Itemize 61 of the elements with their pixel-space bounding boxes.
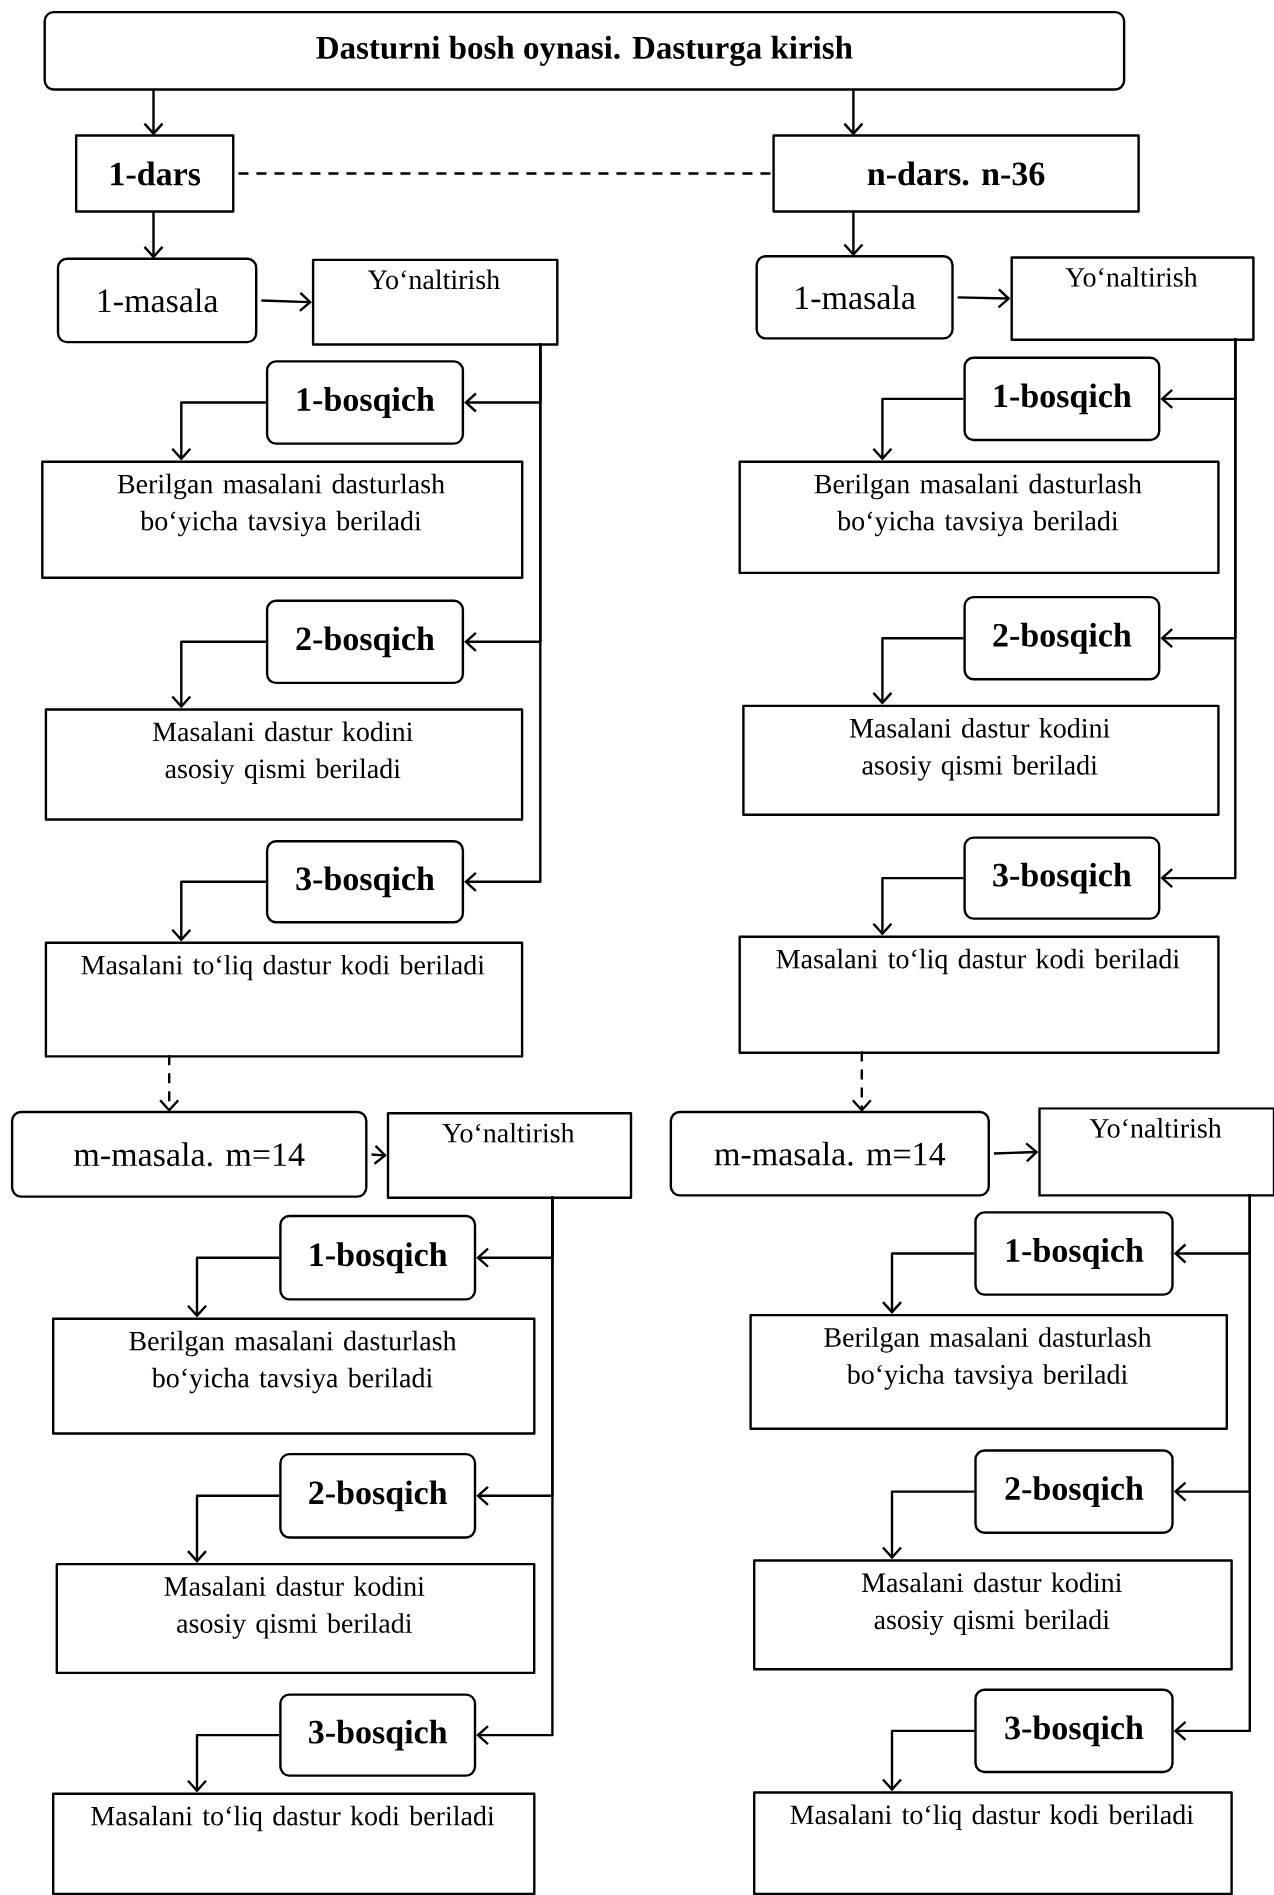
arrow (872, 876, 964, 936)
arrow (187, 1256, 280, 1318)
arrow (872, 637, 964, 705)
dashed-arrow (159, 1055, 180, 1112)
stage-box: 3-bosqich (963, 836, 1161, 920)
task-box: 1-masala (56, 257, 258, 344)
content-box: Masalani to‘liq dastur kodi beriladi (753, 1791, 1233, 1895)
content-box: Masalani dastur kodini asosiy qismi beriladi (44, 708, 524, 821)
stage-box: 3-bosqich (265, 840, 465, 924)
content-box: Masalani dastur kodini asosiy qismi beriladi (753, 1559, 1233, 1671)
content-box: Masalani to‘liq dastur kodi beriladi (44, 941, 524, 1058)
content-box: Masalani dastur kodini asosiy qismi beriladi (55, 1562, 536, 1675)
lesson-box: 1-dars (74, 134, 235, 213)
stage-box: 2-bosqich (279, 1452, 477, 1539)
arrow (187, 1733, 280, 1793)
content-box: Berilgan masalani dasturlash bo‘yicha tavsiya beriladi (41, 460, 524, 579)
task-box: 1-masala (755, 255, 954, 340)
guidance-box: Yo‘naltirish (1010, 256, 1255, 341)
arrow (872, 397, 964, 461)
title-box: Dasturni bosh oynasi. Dasturga kirish (43, 10, 1126, 91)
arrow (171, 401, 266, 461)
stage-box: 1-bosqich (963, 356, 1161, 442)
stage-box: 1-bosqich (279, 1214, 477, 1301)
lesson-box: n-dars. n-36 (772, 134, 1140, 213)
content-box: Masalani to‘liq dastur kodi beriladi (738, 935, 1220, 1054)
arrow (171, 880, 266, 942)
stage-box: 3-bosqich (279, 1693, 477, 1777)
arrow (476, 1196, 554, 1745)
content-box: Masalani to‘liq dastur kodi beriladi (52, 1792, 536, 1895)
stage-box: 1-bosqich (974, 1211, 1174, 1296)
content-box: Berilgan masalani dasturlash bo‘yicha tavsiya beriladi (738, 460, 1220, 575)
arrow (882, 1729, 975, 1792)
arrow (1160, 338, 1237, 888)
guidance-box: Yo‘naltirish (1038, 1107, 1274, 1197)
arrow (1173, 1194, 1251, 1741)
stage-box: 2-bosqich (265, 599, 465, 685)
guidance-box: Yo‘naltirish (386, 1112, 633, 1199)
task-box: m-masala. m=14 (10, 1110, 368, 1198)
arrow (187, 1494, 280, 1563)
stage-box: 3-bosqich (974, 1688, 1174, 1774)
arrow (882, 1252, 975, 1314)
arrow (261, 291, 312, 312)
content-box: Berilgan masalani dasturlash bo‘yicha tavsiya beriladi (52, 1317, 536, 1435)
arrow (993, 1142, 1039, 1163)
arrow (957, 288, 1011, 309)
task-box: m-masala. m=14 (669, 1110, 990, 1197)
arrow (843, 211, 864, 257)
stage-box: 1-bosqich (265, 360, 465, 445)
stage-box: 2-bosqich (963, 595, 1161, 681)
arrow (143, 89, 164, 136)
guidance-box: Yo‘naltirish (311, 258, 559, 346)
arrow (843, 89, 864, 136)
dashed-arrow (851, 1051, 872, 1112)
arrow (882, 1490, 975, 1560)
dashed-line (238, 172, 773, 175)
stage-box: 2-bosqich (974, 1449, 1174, 1534)
arrow (143, 211, 164, 259)
arrow (464, 343, 542, 892)
content-box: Berilgan masalani dasturlash bo‘yicha tavsiya beriladi (749, 1313, 1228, 1430)
content-box: Masalani dastur kodini asosiy qismi beriladi (742, 704, 1220, 816)
arrow (171, 640, 266, 709)
